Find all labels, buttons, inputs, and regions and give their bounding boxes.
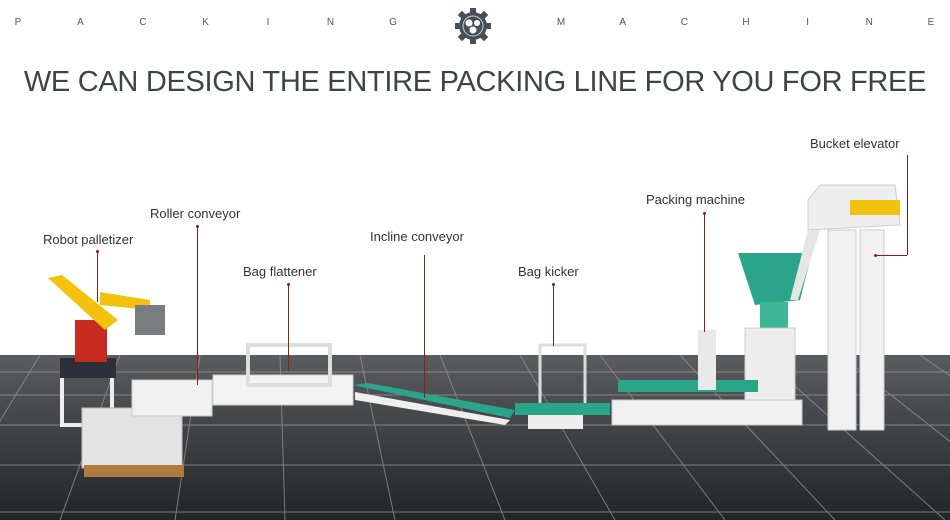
leader-line: [907, 155, 908, 255]
leader-dot: [96, 250, 99, 253]
roller-conveyor: [131, 379, 213, 417]
header-letter: C: [139, 17, 147, 28]
leader-line: [553, 283, 554, 346]
header-letter: A: [619, 17, 626, 28]
label-incline-conveyor: Incline conveyor: [370, 229, 464, 244]
header-letter: H: [742, 17, 750, 28]
leader-dot: [196, 225, 199, 228]
robot-palletizer: [48, 275, 165, 427]
header-letter: C: [680, 17, 688, 28]
header-letter: K: [202, 17, 209, 28]
header-letter: M: [556, 17, 566, 28]
header-left-word: P A C K I N G: [13, 17, 398, 33]
label-robot-palletizer: Robot palletizer: [43, 232, 134, 247]
header-right-word: M A C H I N E: [556, 17, 936, 33]
header-letter: A: [77, 17, 84, 28]
label-packing-machine: Packing machine: [646, 192, 745, 207]
bag-pallet: [81, 407, 184, 477]
incline-conveyor: [353, 383, 515, 418]
leader-line: [704, 212, 705, 332]
bag-flattener: [212, 343, 354, 406]
leader-line: [197, 225, 198, 385]
header-letter: I: [806, 17, 810, 28]
header-letter: E: [927, 17, 935, 28]
leader-line: [288, 283, 289, 371]
header-letter: N: [326, 17, 335, 28]
leader-line: [424, 255, 425, 398]
page-title: WE CAN DESIGN THE ENTIRE PACKING LINE FO…: [23, 66, 927, 98]
label-bucket-elevator: Bucket elevator: [810, 136, 900, 151]
bag-kicker: [515, 343, 610, 429]
header-letter: I: [266, 17, 270, 28]
header-letter: G: [389, 17, 397, 28]
label-bag-flattener: Bag flattener: [243, 264, 317, 279]
leader-line: [97, 250, 98, 302]
header-letter: P: [14, 17, 22, 28]
label-bag-kicker: Bag kicker: [518, 264, 579, 279]
leader-dot: [287, 283, 290, 286]
header-letter: N: [865, 17, 873, 28]
leader-line: [875, 255, 907, 256]
leader-dot: [552, 283, 555, 286]
leader-dot: [874, 254, 877, 257]
packing-machine: [611, 253, 812, 426]
gear-logo-icon: [455, 8, 491, 44]
leader-dot: [703, 212, 706, 215]
label-roller-conveyor: Roller conveyor: [150, 206, 241, 221]
bucket-elevator: [790, 184, 901, 431]
